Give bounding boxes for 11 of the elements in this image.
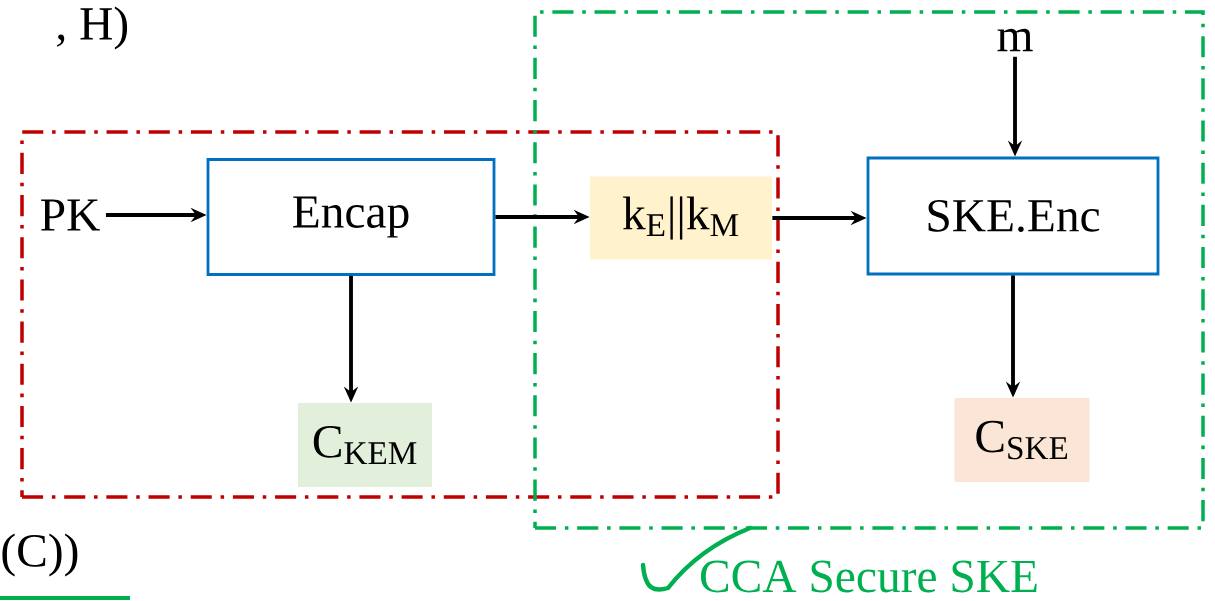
process-box: SKE.Enc [866, 156, 1160, 276]
process-box: Encap [206, 158, 496, 276]
dash-dot-frame [20, 130, 780, 499]
cropped-text: , H) [57, 6, 128, 50]
node-label: CCA Secure SKE [700, 560, 1037, 593]
cropped-text: (C)) [2, 533, 78, 577]
value-box: k$_{E}$||k$_{M}$ [590, 176, 772, 260]
value-box: C$_{KEM}$ [298, 403, 432, 487]
input-label: PK [41, 199, 100, 231]
value-box: C$_{SKE}$ [954, 398, 1090, 482]
input-label: m [997, 28, 1033, 52]
